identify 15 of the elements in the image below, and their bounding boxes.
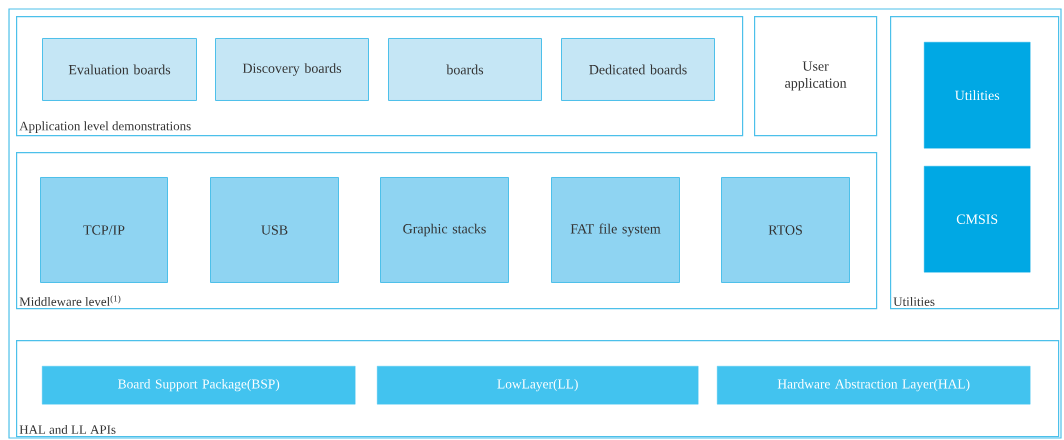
api-bar: LowLayer(LL) [377,366,699,405]
component-box: CMSIS [924,166,1031,273]
middleware-box: Graphic stacks [380,177,509,283]
middleware-box: RTOS [721,177,850,283]
board-box: Dedicated boards [561,38,715,101]
middleware-box: FAT file system [551,177,680,283]
board-box: Evaluation boards [42,38,197,101]
application-box: User application [754,16,878,137]
board-box: boards [388,38,542,101]
board-box: Discovery boards [215,38,369,101]
middleware-box: USB [210,177,339,283]
api-bar: Board Support Package(BSP) [42,366,356,405]
middleware-box: TCP/IP [40,177,168,283]
component-box: Utilities [924,42,1031,149]
api-bar: Hardware Abstraction Layer(HAL) [717,366,1031,405]
